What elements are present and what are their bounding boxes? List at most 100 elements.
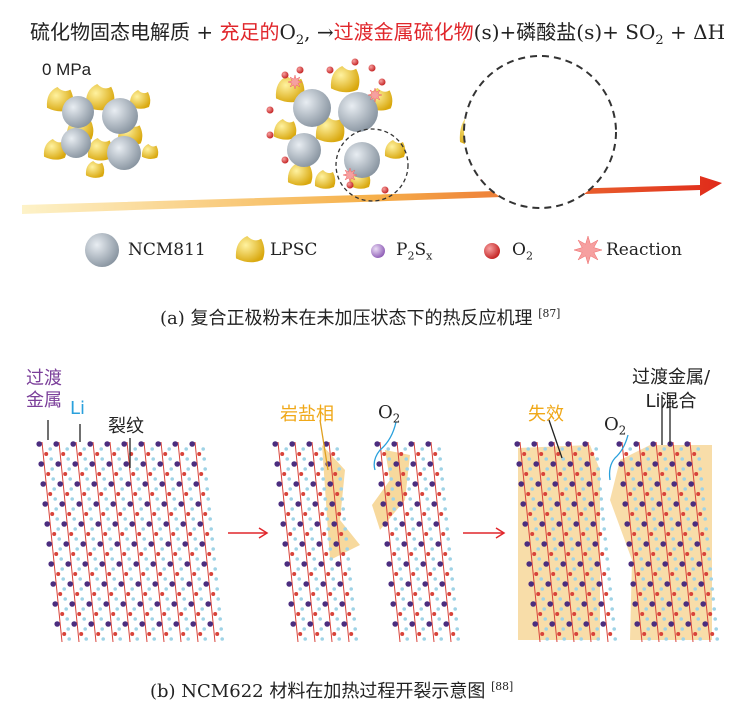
ncm811-particle — [338, 92, 378, 132]
ncm811-particle — [344, 142, 380, 178]
li-atom — [540, 587, 544, 591]
transition-metal-atom — [596, 581, 602, 587]
transition-metal-atom — [416, 521, 423, 527]
li-atom — [590, 577, 594, 581]
transition-metal-atom — [594, 561, 600, 567]
transition-metal-atom — [146, 521, 152, 527]
li-atom — [284, 447, 289, 451]
li-atom — [151, 627, 155, 631]
li-atom — [439, 637, 444, 641]
oxygen-atom — [120, 532, 125, 536]
li-atom — [215, 587, 219, 591]
transition-metal-atom — [178, 501, 184, 507]
oxygen-atom — [430, 592, 435, 596]
oxygen-atom — [658, 452, 663, 456]
li-atom — [696, 617, 700, 621]
transition-metal-atom — [95, 521, 101, 527]
transition-metal-atom — [549, 621, 555, 627]
oxygen-atom — [347, 612, 352, 616]
transition-metal-atom — [87, 441, 93, 447]
lpsc-particle — [330, 66, 360, 93]
legend-reaction: Reaction — [606, 240, 682, 260]
li-atom — [347, 567, 352, 571]
oxygen-atom — [133, 492, 138, 496]
li-atom — [328, 547, 333, 551]
transition-metal-atom — [391, 441, 398, 447]
oxygen-atom — [75, 592, 80, 596]
li-atom — [711, 597, 715, 601]
li-atom — [116, 617, 120, 621]
li-atom — [289, 497, 294, 501]
li-atom — [114, 597, 118, 601]
li-atom — [681, 467, 685, 471]
lattice-plane-line — [413, 441, 435, 643]
li-atom — [595, 627, 599, 631]
ncm811-particle — [293, 89, 331, 127]
transition-metal-atom — [335, 561, 342, 567]
li-atom — [611, 617, 615, 621]
li-atom — [527, 457, 531, 461]
oxygen-atom — [90, 572, 95, 576]
transition-metal-atom — [650, 441, 656, 447]
li-atom — [438, 627, 443, 631]
transition-metal-atom — [82, 561, 88, 567]
label-tm-li-mixing: 过渡金属/Li混合 — [632, 367, 711, 412]
oxygen-atom — [668, 552, 673, 556]
oxygen-atom — [445, 572, 450, 576]
li-atom — [351, 607, 356, 611]
oxygen-atom — [288, 532, 293, 536]
oxygen-atom — [209, 572, 214, 576]
o2-molecule — [368, 64, 376, 72]
transition-metal-atom — [386, 561, 393, 567]
lattice-failed — [514, 441, 719, 643]
li-atom — [151, 457, 155, 461]
transition-metal-atom — [422, 581, 429, 587]
li-atom — [686, 517, 690, 521]
li-atom — [117, 627, 121, 631]
transition-metal-atom — [110, 501, 116, 507]
li-atom — [434, 587, 439, 591]
li-atom — [439, 467, 444, 471]
li-atom — [206, 497, 210, 501]
transition-metal-atom — [333, 541, 340, 547]
li-atom — [636, 527, 640, 531]
li-atom — [131, 597, 135, 601]
li-atom — [118, 637, 122, 641]
transition-metal-atom — [668, 621, 674, 627]
lattice-plane-line — [75, 441, 97, 643]
li-atom — [420, 617, 425, 621]
transition-metal-atom — [524, 541, 530, 547]
li-atom — [92, 547, 96, 551]
li-atom — [144, 557, 148, 561]
li-atom — [437, 617, 442, 621]
li-atom — [402, 607, 407, 611]
li-atom — [702, 507, 706, 511]
li-atom — [165, 597, 169, 601]
li-atom — [341, 507, 346, 511]
transition-metal-atom — [686, 461, 692, 467]
li-atom — [712, 607, 716, 611]
li-atom — [176, 537, 180, 541]
oxygen-atom — [710, 632, 715, 636]
li-atom — [680, 457, 684, 461]
li-atom — [565, 497, 569, 501]
li-atom — [134, 457, 138, 461]
transition-metal-atom — [401, 541, 408, 547]
lpsc-particle — [287, 163, 313, 186]
li-atom — [135, 637, 139, 641]
label-leader-lines — [47, 395, 671, 481]
li-atom — [531, 497, 535, 501]
li-atom — [303, 467, 308, 471]
oxygen-atom — [207, 552, 212, 556]
li-atom — [685, 507, 689, 511]
oxygen-atom — [435, 472, 440, 476]
oxygen-atom — [126, 592, 131, 596]
transition-metal-atom — [121, 441, 127, 447]
li-atom — [331, 577, 336, 581]
li-atom — [191, 517, 195, 521]
oxygen-atom — [182, 472, 187, 476]
li-atom — [407, 487, 412, 491]
li-atom — [186, 637, 190, 641]
transition-metal-atom — [293, 481, 300, 487]
li-atom — [563, 477, 567, 481]
